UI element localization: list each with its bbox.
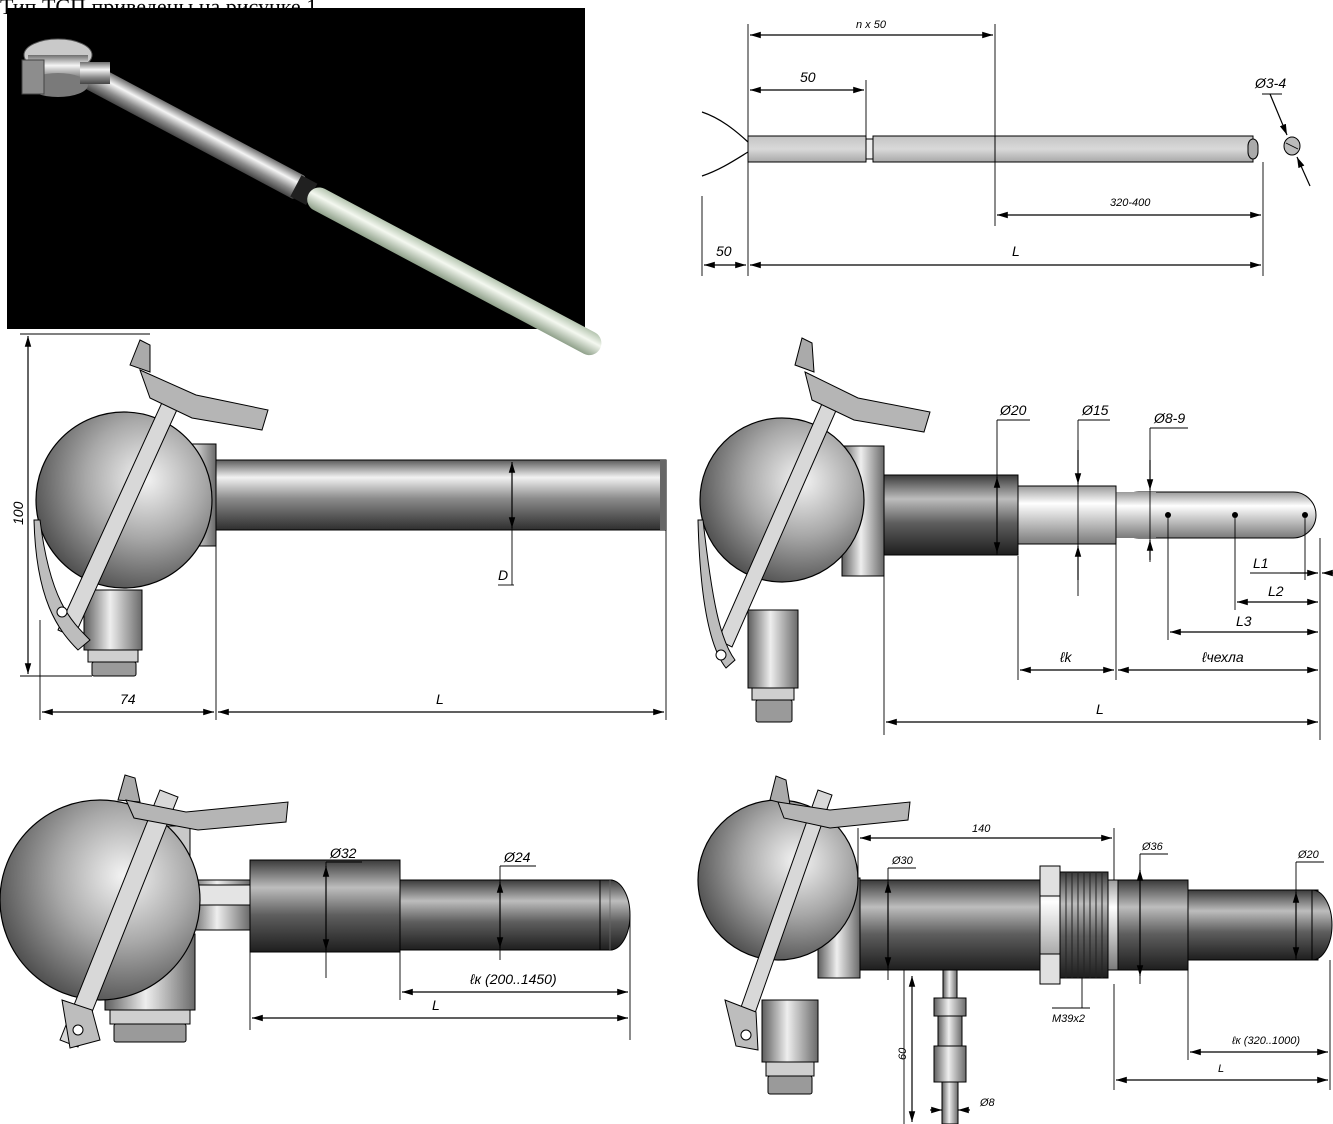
- dim-L-total: L: [1012, 243, 1020, 259]
- dim-L-total-2: L: [1096, 701, 1104, 717]
- dim-L1: L1: [1253, 555, 1269, 571]
- dim-d24: Ø24: [503, 849, 531, 865]
- tube-d15: [1017, 485, 1117, 545]
- dim-60: 60: [897, 1047, 909, 1060]
- tube-d20: [883, 474, 1019, 556]
- dim-140: 140: [972, 823, 991, 835]
- photo-head: [21, 38, 110, 97]
- probe-segment-2: [872, 135, 1254, 163]
- dim-320-400: 320-400: [1110, 197, 1151, 209]
- dim-lk-320-1000: ℓк (320..1000): [1231, 1035, 1300, 1047]
- dim-l-sheath: ℓчехла: [1201, 649, 1244, 665]
- dim-d30: Ø30: [891, 855, 914, 867]
- dim-74: 74: [120, 691, 136, 707]
- probe-drawing-stepped: Ø20 Ø15 Ø8-9 L1 L2 L3 ℓk ℓчехла L: [697, 337, 1333, 740]
- dim-50-lead: 50: [716, 243, 732, 259]
- dim-100-height: 100: [10, 501, 26, 525]
- dim-d20-tip: Ø20: [1297, 849, 1320, 861]
- dim-L: L: [436, 691, 444, 707]
- dim-L-total-3: L: [432, 997, 440, 1013]
- tube-d20-tip: [1187, 889, 1319, 961]
- dim-lk-200-1450: ℓк (200..1450): [469, 971, 557, 987]
- dim-50-segment: 50: [800, 69, 816, 85]
- probe-drawing-fitting: 140 Ø30 Ø36 Ø20 M39x2 60 Ø8 ℓк (320..100…: [697, 775, 1333, 1124]
- dim-n-x-50: n x 50: [856, 19, 887, 31]
- dim-D: D: [498, 567, 508, 583]
- dim-lk: ℓk: [1059, 649, 1073, 665]
- probe-drawing-basic: D 100 74 L: [10, 333, 667, 720]
- product-photo: [7, 8, 602, 356]
- dim-d20: Ø20: [999, 402, 1027, 418]
- dim-diameter-3-4: Ø3-4: [1254, 75, 1286, 91]
- cable-probe-drawing: Ø3-4 n x 50 50 320-400 50 L: [701, 19, 1311, 276]
- dim-L3: L3: [1236, 613, 1252, 629]
- protection-tube: [215, 459, 667, 531]
- tube-d30: [859, 879, 1041, 971]
- tube-d32: [249, 859, 401, 953]
- dim-d8: Ø8: [979, 1097, 996, 1109]
- dim-d36: Ø36: [1141, 841, 1164, 853]
- dim-d32: Ø32: [329, 845, 357, 861]
- dim-thread: M39x2: [1052, 1013, 1085, 1025]
- tube-d24: [399, 879, 613, 951]
- photo-background: [7, 8, 585, 329]
- dim-L2: L2: [1268, 583, 1284, 599]
- dim-d8-9: Ø8-9: [1153, 410, 1185, 426]
- photo-probe: [65, 55, 602, 356]
- dim-L-total-4: L: [1218, 1063, 1224, 1075]
- probe-segment-1: [747, 135, 867, 163]
- dim-d15: Ø15: [1081, 402, 1109, 418]
- probe-drawing-thick: Ø32 Ø24 ℓк (200..1450) L: [0, 774, 631, 1049]
